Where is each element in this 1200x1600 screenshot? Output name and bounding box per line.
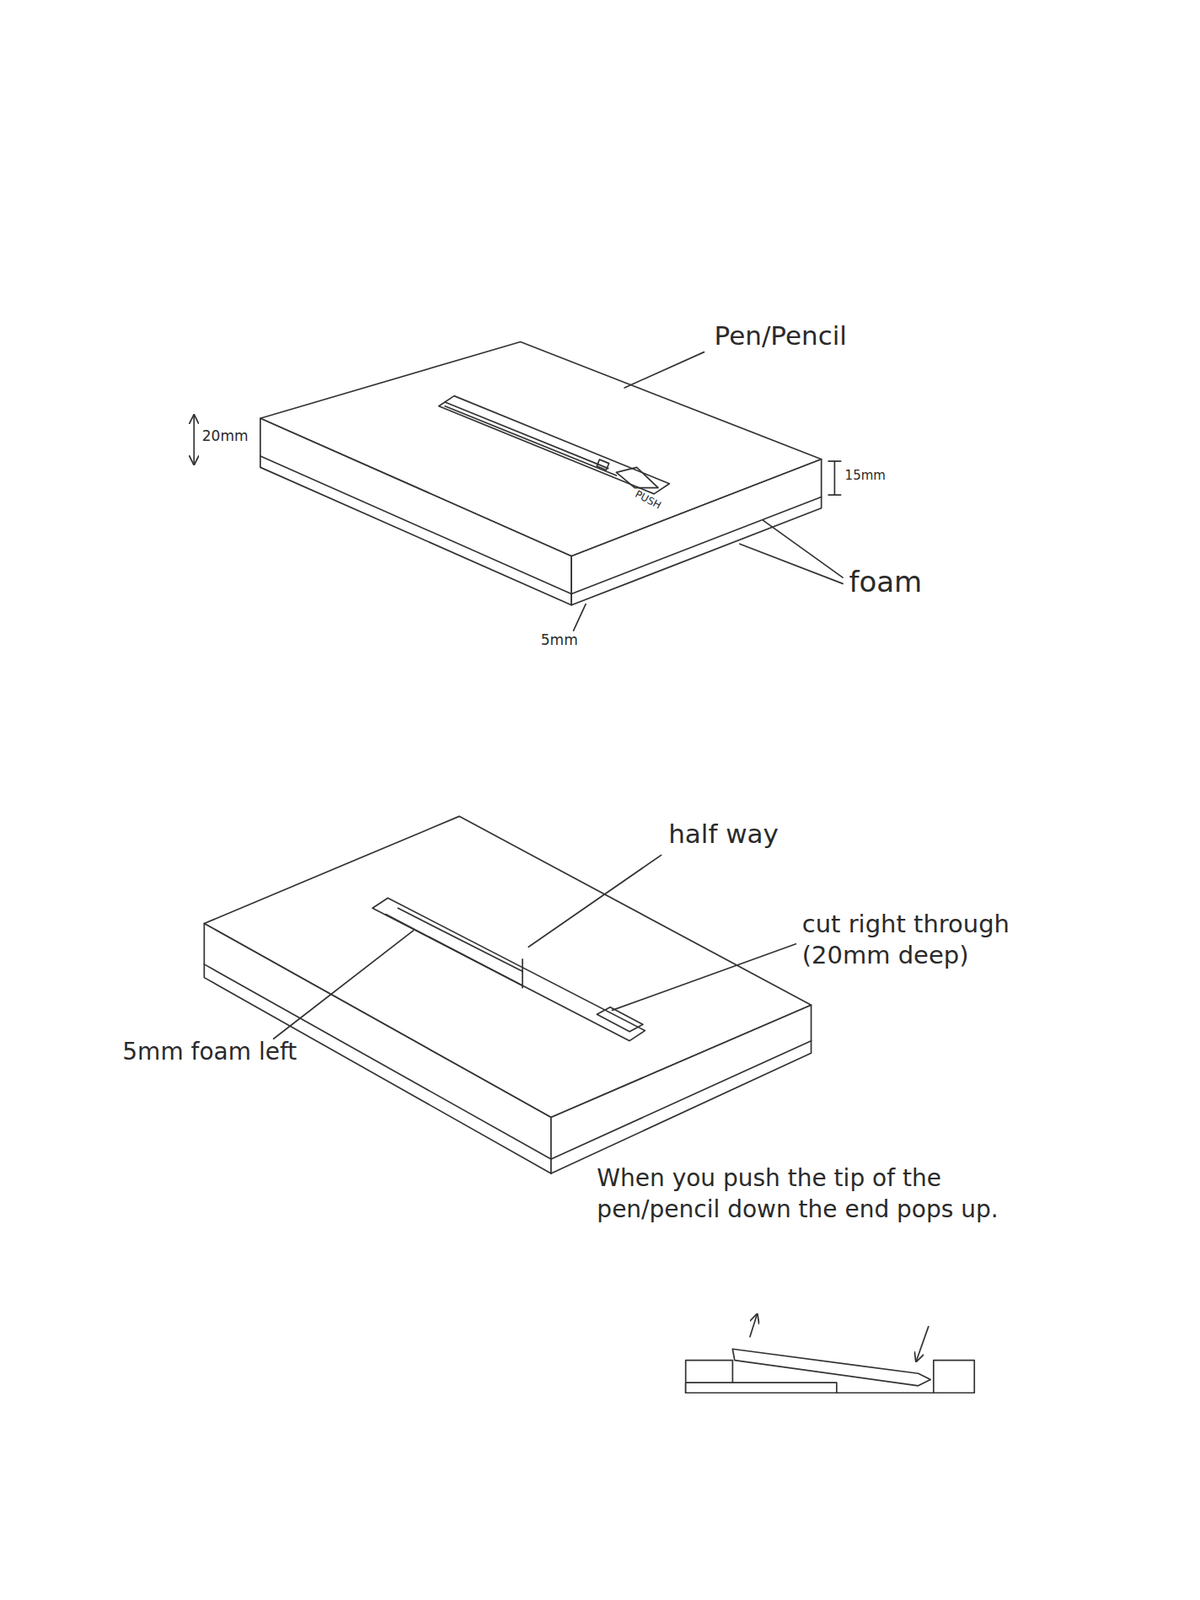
leader-line xyxy=(624,352,704,388)
side-view xyxy=(685,1313,975,1393)
leader-line xyxy=(528,854,661,947)
foam-block-top xyxy=(260,342,822,606)
dimension-label: 5mm xyxy=(541,630,579,649)
pen-text: PUSH xyxy=(632,487,664,513)
note-label: cut right through (20mm deep) xyxy=(802,908,1073,972)
leader-line xyxy=(573,604,587,631)
note-label: half way xyxy=(668,816,779,851)
dimension-label: 15mm xyxy=(845,467,886,485)
leader-line xyxy=(612,943,797,1011)
part-label: Pen/Pencil xyxy=(714,318,847,353)
leader-line xyxy=(739,543,843,584)
leader-line xyxy=(273,930,414,1039)
note-label: 5mm foam left xyxy=(122,1036,297,1067)
dimension-bracket xyxy=(828,460,842,495)
dimension-arrow xyxy=(192,415,195,465)
note-text: When you push the tip of the pen/pencil … xyxy=(596,1162,1005,1225)
dimension-label: 20mm xyxy=(202,426,249,445)
part-label: foam xyxy=(848,562,922,600)
foam-block-bottom xyxy=(203,815,811,1174)
